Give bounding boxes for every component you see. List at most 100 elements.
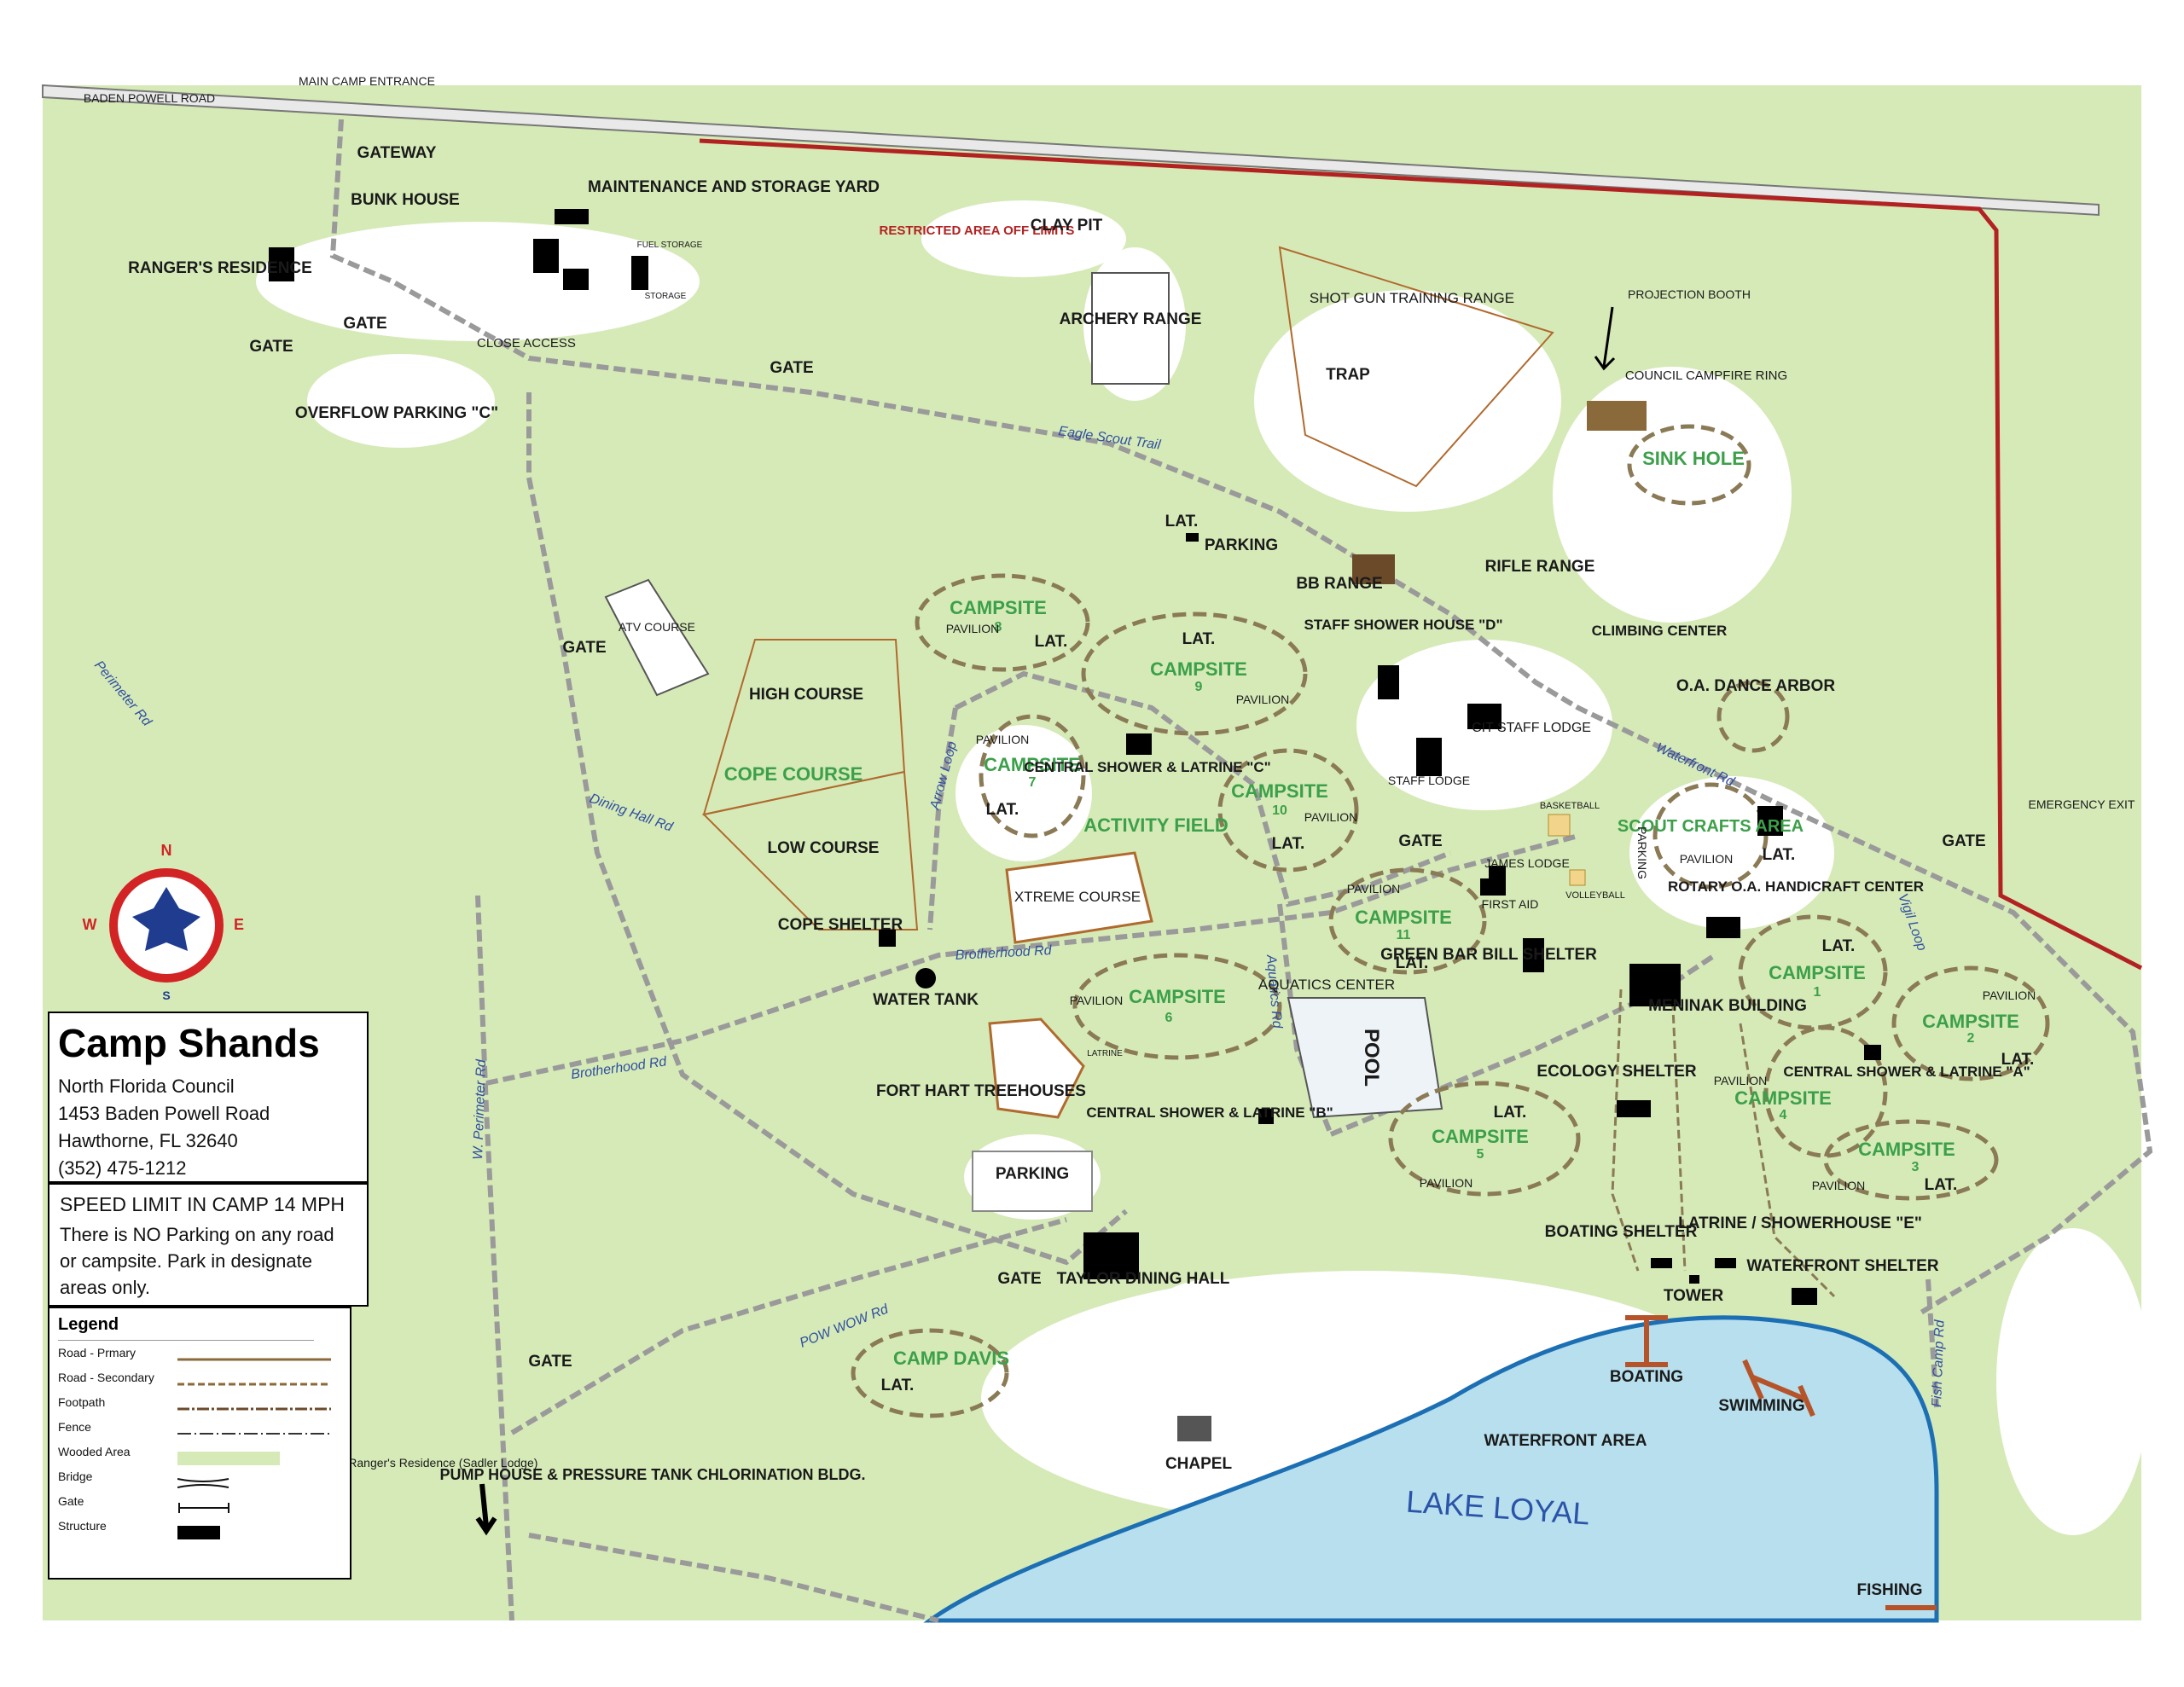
label-restricted-area: RESTRICTED AREA OFF LIMITS xyxy=(880,223,1075,238)
label-main-camp-entrance: MAIN CAMP ENTRANCE xyxy=(299,74,435,88)
label-campsite-3-num: 3 xyxy=(1912,1160,1920,1174)
compass-w: W xyxy=(83,916,97,933)
structure-lat-parking xyxy=(1186,533,1199,542)
label-central-shower-b: CENTRAL SHOWER & LATRINE "B" xyxy=(1086,1104,1333,1121)
parking-box xyxy=(972,1151,1093,1212)
label-brotherhood-rd-2: Brotherhood Rd xyxy=(955,943,1053,963)
legend-item-road-primary: Road - Prmary xyxy=(58,1346,341,1371)
label-boating: BOATING xyxy=(1610,1368,1683,1386)
structure-scout-crafts xyxy=(1757,806,1783,836)
structure-central-shower-c xyxy=(1126,733,1152,755)
structure-boating-shelter xyxy=(1651,1258,1672,1268)
legend-label-gate: Gate xyxy=(58,1494,84,1508)
structure-ecology-shelter xyxy=(1617,1100,1651,1117)
road-pow-wow xyxy=(510,1217,1067,1435)
label-high-course: HIGH COURSE xyxy=(749,686,863,704)
council-name: North Florida Council xyxy=(58,1075,235,1097)
open-area-overflow xyxy=(307,354,495,448)
fence-top xyxy=(699,138,2143,971)
footpath-meninak xyxy=(1670,988,1687,1272)
arrow-projection xyxy=(1594,306,1616,371)
label-fish-camp-rd: Fish Camp Rd xyxy=(1930,1319,1948,1407)
label-campsite-2-num: 2 xyxy=(1967,1031,1975,1046)
campsite-ring-10 xyxy=(1217,748,1359,872)
label-latrine-fort: LATRINE xyxy=(1087,1049,1123,1058)
label-waterfront-shelter: WATERFRONT SHELTER xyxy=(1746,1257,1938,1275)
road-south xyxy=(528,1533,939,1623)
structure-waterfront-shelter xyxy=(1792,1288,1817,1305)
legend-label-footpath: Footpath xyxy=(58,1395,106,1409)
road-eagle-scout-trail xyxy=(329,119,2153,1316)
label-campsite-5-num: 5 xyxy=(1477,1147,1484,1162)
legend-symbol-structure xyxy=(177,1526,220,1539)
structure-basketball xyxy=(1548,814,1571,837)
label-baden-powell-road: BADEN POWELL ROAD xyxy=(84,91,215,105)
label-lat-2: LAT. xyxy=(2001,1051,2035,1069)
label-campsite-9: CAMPSITE xyxy=(1150,658,1247,680)
label-first-aid: FIRST AID xyxy=(1482,897,1539,911)
label-lat-8: LAT. xyxy=(1035,633,1068,651)
label-volleyball: VOLLEYBALL xyxy=(1565,890,1625,901)
campsite-ring-3 xyxy=(1823,1119,1999,1201)
parking-notice-line-2: or campsite. Park in designate xyxy=(60,1250,312,1272)
compass-e: E xyxy=(234,916,244,933)
label-campsite-1-num: 1 xyxy=(1814,985,1821,1000)
legend-item-bridge: Bridge xyxy=(58,1470,341,1494)
legend-label-fence: Fence xyxy=(58,1420,91,1434)
footpath-waterfront xyxy=(1739,1023,1836,1298)
label-rotary-oa: ROTARY O.A. HANDICRAFT CENTER xyxy=(1668,878,1924,895)
compass-n: N xyxy=(161,842,172,859)
legend-symbol-fence xyxy=(177,1433,331,1435)
compass-fleur-de-lis xyxy=(132,887,200,951)
label-water-tank: WATER TANK xyxy=(873,991,979,1009)
label-campsite-5: CAMPSITE xyxy=(1432,1126,1529,1147)
label-campsite-8-num: 8 xyxy=(995,620,1002,635)
structure-first-aid xyxy=(1480,878,1493,896)
campsite-ring-9 xyxy=(1081,612,1308,736)
structure-taylor-dining-hall xyxy=(1083,1232,1139,1279)
label-gate-6: GATE xyxy=(1398,832,1442,850)
label-parking-2: PARKING xyxy=(1635,826,1649,879)
lake-loyal-water xyxy=(923,1315,1939,1623)
legend-symbol-road-primary xyxy=(177,1358,331,1361)
label-lat-5: LAT. xyxy=(1494,1104,1527,1122)
open-area-campsite-7 xyxy=(956,725,1092,861)
label-latrine-e: LATRINE / SHOWERHOUSE "E" xyxy=(1678,1215,1922,1232)
structure-water-tank xyxy=(915,968,936,988)
legend-symbol-wooded-area xyxy=(177,1452,280,1465)
archery-range-outline xyxy=(1091,272,1170,385)
label-pump-house: PUMP HOUSE & PRESSURE TANK CHLORINATION … xyxy=(439,1466,865,1483)
label-pool: POOL xyxy=(1360,1029,1383,1087)
xtreme-course-outline xyxy=(1005,851,1153,944)
label-tower: TOWER xyxy=(1664,1287,1724,1305)
open-area-east xyxy=(1996,1228,2150,1535)
label-maintenance: MAINTENANCE AND STORAGE YARD xyxy=(588,178,880,196)
footpaths xyxy=(1611,988,1836,1298)
legend-item-gate: Gate xyxy=(58,1494,341,1519)
label-sink-hole: SINK HOLE xyxy=(1642,448,1745,469)
label-campsite-8: CAMPSITE xyxy=(950,597,1047,618)
label-staff-shower-house: STAFF SHOWER HOUSE "D" xyxy=(1304,617,1502,633)
label-campsite-6-num: 6 xyxy=(1165,1011,1173,1025)
campsite-ring-4 xyxy=(1763,1025,1888,1158)
label-gateway: GATEWAY xyxy=(357,144,437,162)
legend-item-fence: Fence xyxy=(58,1420,341,1445)
legend-item-structure: Structure xyxy=(58,1519,341,1544)
label-close-access: CLOSE ACCESS xyxy=(477,336,576,351)
address-line-1: 1453 Baden Powell Road xyxy=(58,1103,270,1124)
label-staff-lodge: STAFF LODGE xyxy=(1388,774,1470,787)
campsite-ring-sink-hole xyxy=(1627,424,1751,506)
campsite-ring-8 xyxy=(915,573,1090,672)
speed-limit-text: SPEED LIMIT IN CAMP 14 MPH xyxy=(60,1193,346,1215)
arrow-to-rangers xyxy=(475,1483,497,1536)
address-line-2: Hawthorne, FL 32640 xyxy=(58,1130,238,1151)
open-area-chapel xyxy=(1118,1279,1305,1467)
road-arrow-loop xyxy=(954,670,1452,907)
label-parking-3: PARKING xyxy=(996,1165,1069,1183)
legend-label-road-secondary: Road - Secondary xyxy=(58,1371,154,1384)
label-pavilion-10: PAVILION xyxy=(1304,810,1358,824)
label-lat-7: LAT. xyxy=(986,801,1019,819)
structure-cope-shelter xyxy=(879,930,896,947)
label-fort-hart: FORT HART TREEHOUSES xyxy=(876,1082,1086,1100)
